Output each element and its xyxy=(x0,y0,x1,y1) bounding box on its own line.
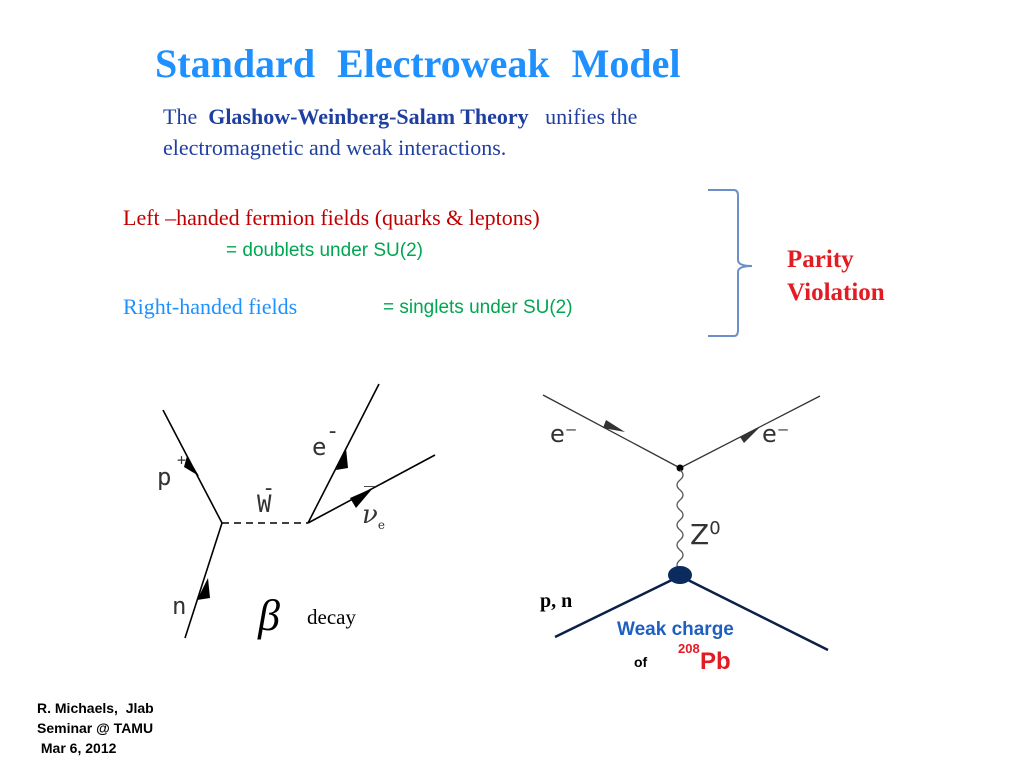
z-propagator xyxy=(676,469,684,581)
intro-text: The Glashow-Weinberg-Salam Theory unifie… xyxy=(163,101,843,163)
outgoing-electron-label: e⁻ xyxy=(762,420,790,448)
left-handed-statement: Left –handed fermion fields (quarks & le… xyxy=(123,205,540,230)
z-symbol: Z xyxy=(690,518,710,551)
neutron-line xyxy=(184,522,223,639)
decay-label: decay xyxy=(307,605,356,629)
slide-title: Standard Electroweak Model xyxy=(155,41,681,86)
doublets-statement: = doublets under SU(2) xyxy=(226,240,423,261)
upper-vertex xyxy=(676,464,684,472)
incoming-electron-label: e⁻ xyxy=(550,420,578,448)
theory-name: Glashow-Weinberg-Salam Theory xyxy=(208,104,529,129)
credit-line-3: Mar 6, 2012 xyxy=(37,740,117,756)
proton-label: p+ xyxy=(157,451,186,491)
electron-symbol: e xyxy=(312,433,327,461)
electron-label: e- xyxy=(312,419,340,461)
parity-violation-label: Parity Violation xyxy=(787,243,885,309)
nucleon-line-left xyxy=(554,574,681,639)
antineutrino-label: ‾νe xyxy=(362,484,385,532)
incoming-electron-arrow xyxy=(603,420,625,432)
lower-vertex-blob xyxy=(668,566,692,584)
w-symbol: W xyxy=(257,490,272,518)
isotope-mass-number: 208 xyxy=(678,641,700,656)
weak-charge-label: Weak charge xyxy=(617,619,734,640)
neutron-label: n xyxy=(172,592,187,620)
w-boson-label: -W xyxy=(257,476,276,518)
proton-charge: + xyxy=(177,451,187,469)
proton-symbol: p xyxy=(157,463,172,491)
beta-symbol: β xyxy=(258,591,280,640)
neutron-arrow xyxy=(197,578,210,600)
credit-line-2: Seminar @ TAMU xyxy=(37,720,154,736)
electron-arrow xyxy=(336,448,348,470)
credit-line-1: R. Michaels, Jlab xyxy=(37,700,154,716)
parity-line-1: Parity xyxy=(787,246,854,273)
z-boson-label: Z0 xyxy=(690,518,721,551)
element-symbol: Pb xyxy=(700,648,731,675)
neutrino-symbol: ν xyxy=(362,500,378,530)
intro-line2: electromagnetic and weak interactions. xyxy=(163,135,507,160)
intro-suffix: unifies the xyxy=(545,104,638,129)
of-label: of xyxy=(634,654,648,670)
neutrino-arrow xyxy=(350,488,373,508)
incoming-electron-line xyxy=(542,394,681,469)
presenter-credit: R. Michaels, Jlab Seminar @ TAMU Mar 6, … xyxy=(37,698,237,758)
intro-prefix: The xyxy=(163,104,198,129)
outgoing-electron-arrow xyxy=(740,427,760,443)
neutrino-subscript: e xyxy=(377,518,385,532)
right-handed-statement: Right-handed fields xyxy=(123,294,298,319)
parity-line-2: Violation xyxy=(787,279,885,306)
curly-brace xyxy=(708,189,753,337)
singlets-statement: = singlets under SU(2) xyxy=(383,297,573,318)
z-exchange-diagram xyxy=(542,394,829,652)
proton-arrow xyxy=(184,456,199,476)
nucleon-label: p, n xyxy=(540,590,573,612)
nucleon-line-right xyxy=(679,574,829,652)
z-superscript: 0 xyxy=(709,518,721,539)
beta-decay-diagram xyxy=(162,383,436,639)
